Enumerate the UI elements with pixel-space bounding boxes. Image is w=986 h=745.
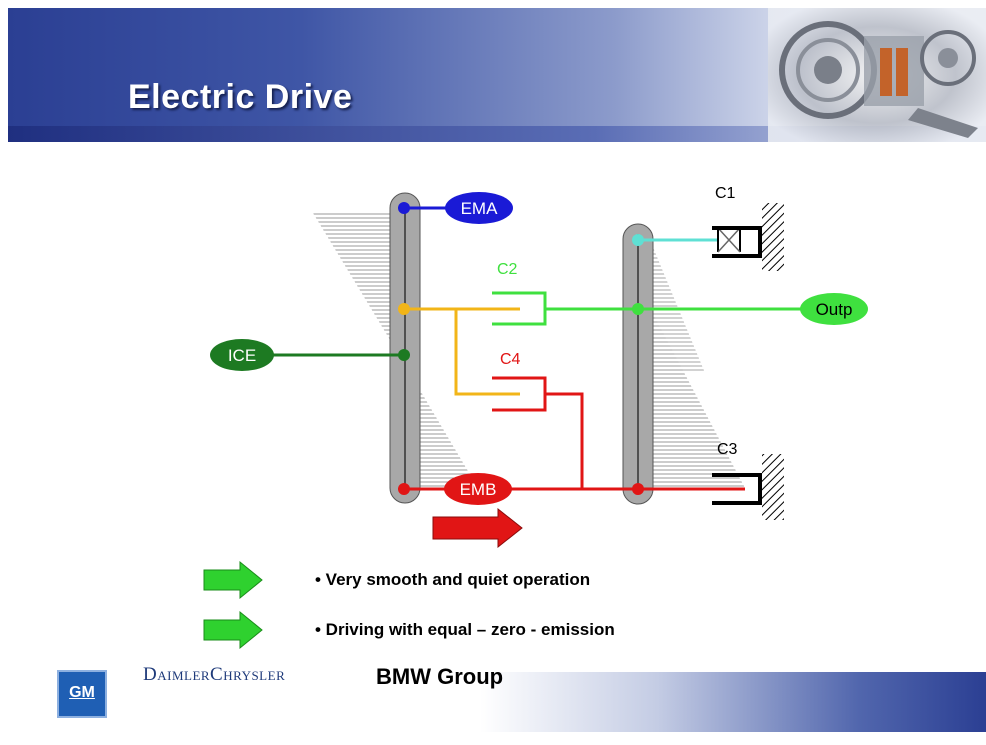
outp-label: Outp bbox=[816, 300, 853, 319]
gm-logo-text: GM bbox=[69, 684, 95, 701]
slide-footer: GM DaimlerChrysler BMW Group bbox=[0, 658, 986, 745]
bullet-item: • Very smooth and quiet operation bbox=[0, 560, 986, 600]
ema-joint bbox=[398, 202, 410, 214]
ice-link-joint bbox=[398, 303, 410, 315]
ema-label: EMA bbox=[461, 199, 499, 218]
right-planet-lower-shading bbox=[650, 308, 745, 488]
emb-left-joint bbox=[398, 483, 410, 495]
slide-title: Electric Drive bbox=[128, 78, 353, 116]
c1-label: C1 bbox=[715, 185, 736, 202]
ice-label: ICE bbox=[228, 346, 256, 365]
emb-label: EMB bbox=[460, 480, 497, 499]
c2-label: C2 bbox=[497, 261, 518, 278]
ice-link-to-c4 bbox=[454, 309, 520, 396]
ice-joint bbox=[398, 349, 410, 361]
ice-node bbox=[210, 339, 274, 371]
gm-logo: GM bbox=[57, 670, 107, 718]
ema-node bbox=[445, 192, 513, 224]
outp-node bbox=[800, 293, 868, 325]
green-arrow-icon bbox=[203, 560, 263, 600]
bmw-group-logo: BMW Group bbox=[376, 664, 504, 689]
electric-drive-diagram: C1 C2 C4 C3 EMA ICE Outp EMB bbox=[210, 185, 868, 548]
footer-band bbox=[480, 672, 986, 732]
c3-brake-symbol bbox=[712, 454, 784, 520]
c1-brake-symbol bbox=[712, 203, 784, 271]
c4-clutch-symbol bbox=[492, 376, 584, 489]
bullet-text: • Driving with equal – zero - emission bbox=[315, 620, 615, 639]
emb-node bbox=[444, 473, 512, 505]
bullet-item: • Driving with equal – zero - emission bbox=[0, 610, 986, 650]
transmission-cutaway-image bbox=[768, 8, 986, 142]
c3-label: C3 bbox=[717, 441, 738, 458]
c4-label: C4 bbox=[500, 351, 521, 368]
green-arrow-icon bbox=[203, 610, 263, 650]
bullet-text: • Very smooth and quiet operation bbox=[315, 570, 591, 589]
red-direction-arrow bbox=[432, 507, 523, 548]
c2-output-joint bbox=[632, 303, 644, 315]
bullet-list: • Very smooth and quiet operation • Driv… bbox=[0, 555, 986, 655]
slide-header: Electric Drive bbox=[0, 0, 986, 148]
daimlerchrysler-logo: DaimlerChrysler bbox=[143, 664, 286, 685]
emb-right-joint bbox=[632, 483, 644, 495]
c1-joint bbox=[632, 234, 644, 246]
c2-clutch-symbol bbox=[492, 291, 807, 326]
left-planet-upper-shading bbox=[313, 213, 398, 353]
header-stripe bbox=[8, 126, 986, 142]
